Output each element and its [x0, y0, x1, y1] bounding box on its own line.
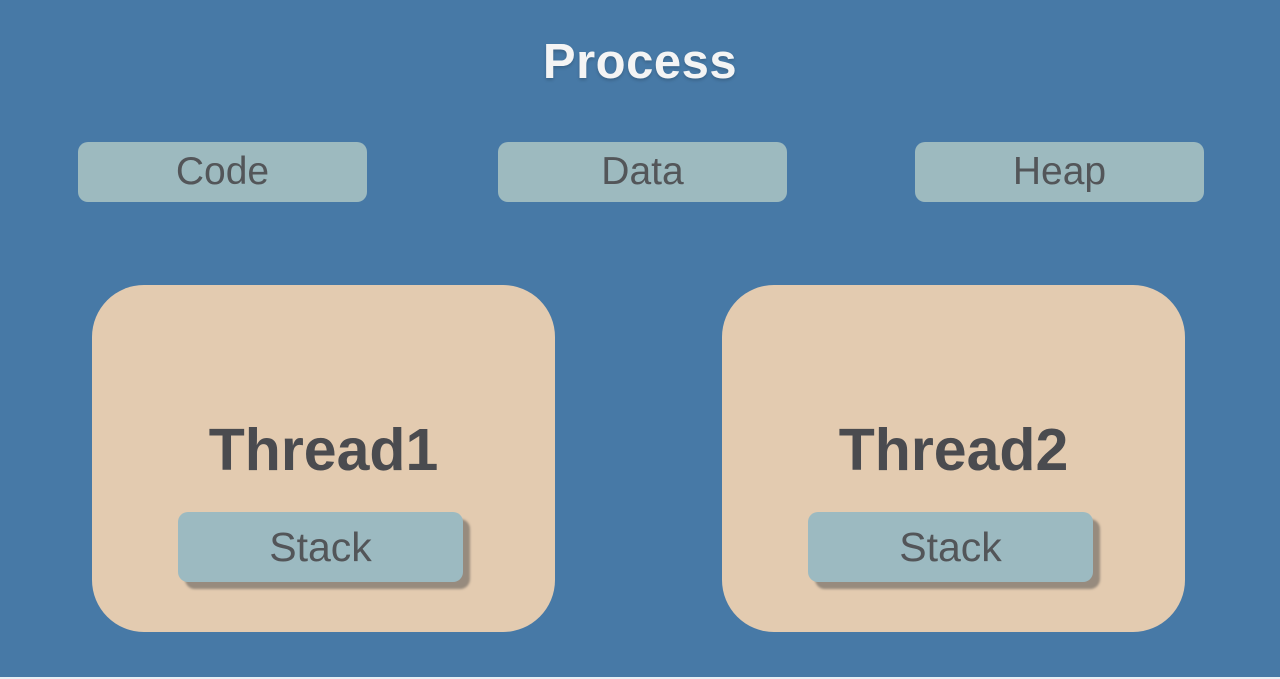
data-segment-label: Data: [601, 150, 684, 193]
thread1-stack-box: Stack: [178, 512, 463, 582]
heap-segment-label: Heap: [1012, 150, 1107, 193]
thread2-stack-box: Stack: [808, 512, 1093, 582]
data-segment-box: Data: [498, 142, 787, 202]
thread1-card: Thread1 Stack: [92, 285, 555, 632]
heap-segment-box: Heap: [915, 142, 1204, 202]
thread2-label: Thread2: [838, 417, 1069, 483]
thread1-label: Thread1: [208, 417, 439, 483]
thread2-card: Thread2 Stack: [722, 285, 1185, 632]
code-segment-label: Code: [175, 150, 270, 193]
bottom-edge-line: [0, 677, 1280, 679]
process-title: Process: [542, 35, 738, 89]
code-segment-box: Code: [78, 142, 367, 202]
thread1-stack-label: Stack: [269, 523, 372, 570]
thread2-stack-label: Stack: [899, 523, 1002, 570]
